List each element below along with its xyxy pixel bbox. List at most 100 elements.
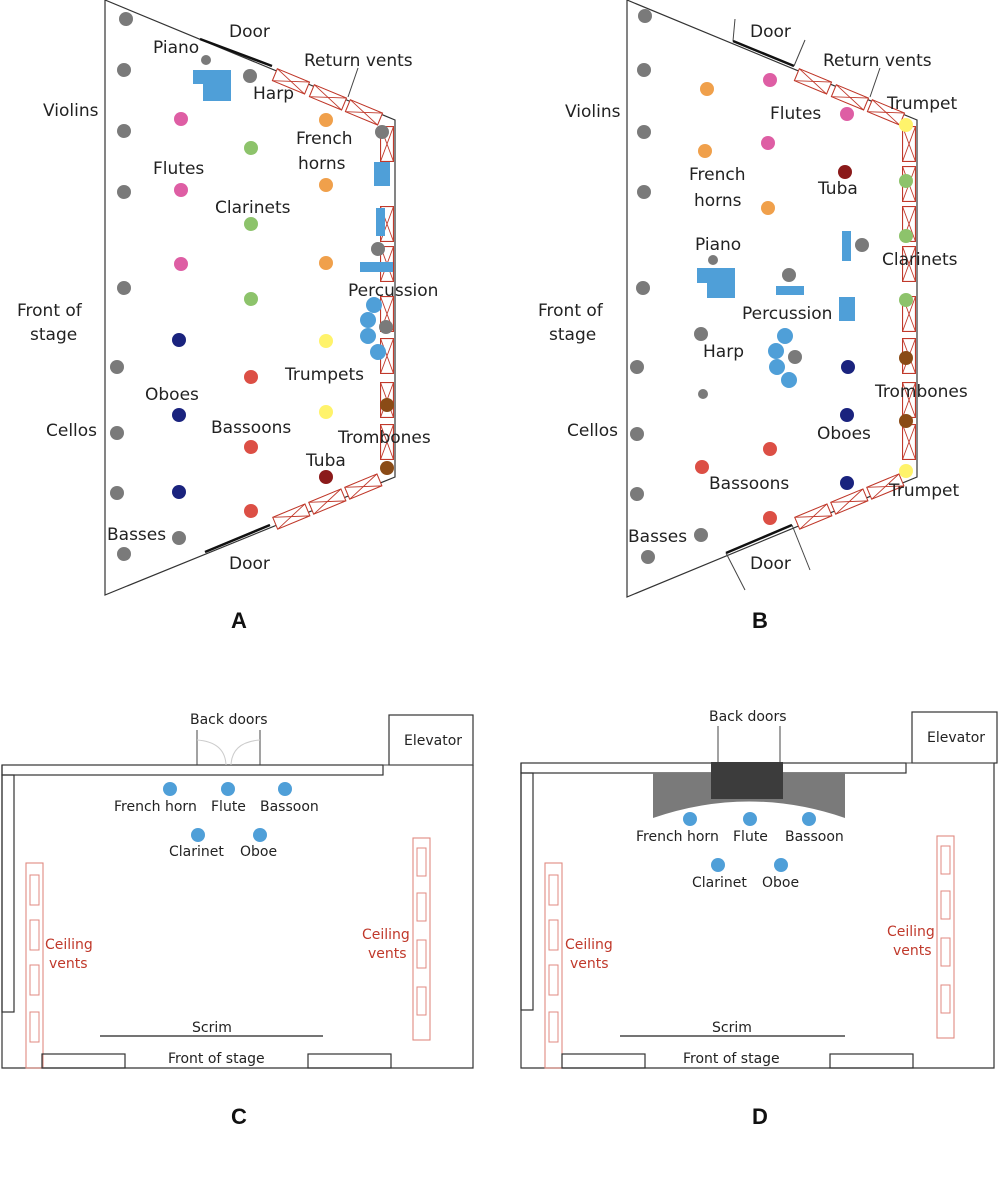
clarinet-dot (899, 229, 913, 243)
label-bassoons: Bassoons (211, 418, 291, 438)
label-trumpet-bottom: Trumpet (888, 481, 959, 501)
bassoon-dot (244, 370, 258, 384)
dots-a (110, 12, 394, 561)
flute-dot (840, 107, 854, 121)
front-box-left-d (561, 1053, 646, 1069)
bassoon-dot (244, 504, 258, 518)
label-basses: Basses (107, 525, 166, 545)
percussion-dot (375, 125, 389, 139)
tuba-dot (838, 165, 852, 179)
door-top-a (199, 37, 273, 68)
label-bassoons: Bassoons (709, 474, 789, 494)
label-front-of-stage: Front of stage (168, 1051, 265, 1067)
label-piano: Piano (153, 38, 199, 58)
label-door-top: Door (750, 22, 791, 42)
percussion-drum (769, 359, 785, 375)
panel-d: Back doors Elevator French horn Flute Ba… (520, 709, 998, 1129)
label-ceiling-vents-right: Ceiling (362, 927, 410, 943)
bass-dot (117, 547, 131, 561)
bassoon-dot (695, 460, 709, 474)
clarinet-dot (711, 858, 725, 872)
panel-a: Door Door Piano Harp Return vents Violin… (17, 0, 438, 633)
flute-dot (174, 257, 188, 271)
label-front-of-stage: stage (30, 325, 77, 345)
percussion-drum (768, 343, 784, 359)
label-basses: Basses (628, 527, 687, 547)
label-ceiling-vents-left: vents (570, 956, 609, 972)
ceiling-vents-left-d (544, 862, 563, 1069)
label-return-vents: Return vents (823, 51, 932, 71)
french-horn-dot (700, 82, 714, 96)
percussion-drum (781, 372, 797, 388)
percussion-drum (366, 297, 382, 313)
clarinet-dot (244, 141, 258, 155)
trombone-dot (380, 398, 394, 412)
label-oboe: Oboe (762, 875, 799, 891)
clarinet-dot (191, 828, 205, 842)
violin-dot (637, 125, 651, 139)
french-horn-dot (319, 113, 333, 127)
flute-dot (221, 782, 235, 796)
cello-dot (630, 427, 644, 441)
label-oboes: Oboes (145, 385, 199, 405)
panel-letter-c: C (231, 1104, 247, 1129)
label-clarinets: Clarinets (215, 198, 291, 218)
french-horn-dot (761, 201, 775, 215)
label-french-horns: French (296, 129, 353, 149)
label-scrim: Scrim (192, 1020, 232, 1036)
room-outline-d (520, 763, 995, 1069)
piano-b (697, 268, 735, 283)
door-bottom-b (725, 523, 793, 555)
oboe-dot (253, 828, 267, 842)
flute-dot (743, 812, 757, 826)
cello-dot (110, 360, 124, 374)
label-percussion: Percussion (348, 281, 438, 301)
label-violins: Violins (565, 102, 621, 122)
label-front-of-stage: Front of (538, 301, 604, 321)
left-wall-c (1, 774, 15, 1013)
harp-seat-dot (698, 389, 708, 399)
label-door-bottom: Door (229, 554, 270, 574)
panel-letter-a: A (231, 608, 247, 633)
label-trombones: Trombones (874, 382, 968, 402)
label-front-of-stage: Front of (17, 301, 83, 321)
label-flute: Flute (733, 829, 768, 845)
label-elevator: Elevator (927, 730, 985, 746)
violin-dot (117, 63, 131, 77)
violin-dot (636, 281, 650, 295)
bassoon-dot (802, 812, 816, 826)
percussion-block-1-b (776, 286, 804, 295)
front-box-left-c (41, 1053, 126, 1069)
label-door-top: Door (229, 22, 270, 42)
violin-dot (119, 12, 133, 26)
label-piano: Piano (695, 235, 741, 255)
label-ceiling-vents-left: Ceiling (45, 937, 93, 953)
percussion-dot (855, 238, 869, 252)
ceiling-vents-left-c (25, 862, 44, 1069)
label-violins: Violins (43, 101, 99, 121)
percussion-block-3-a (360, 262, 393, 272)
flute-dot (174, 183, 188, 197)
percussion-block-3-b (839, 297, 855, 321)
french-horn-dot (683, 812, 697, 826)
vent-pointer-a (347, 67, 359, 98)
vent-pointer-b (869, 67, 881, 98)
label-bassoon: Bassoon (785, 829, 844, 845)
label-ceiling-vents-left: vents (49, 956, 88, 972)
label-flute: Flute (211, 799, 246, 815)
percussion-block-1-a (374, 162, 390, 186)
stage-outline-b (626, 0, 918, 598)
label-cellos: Cellos (46, 421, 97, 441)
label-trumpet-top: Trumpet (886, 94, 957, 114)
violin-dot (638, 9, 652, 23)
oboe-dot (172, 408, 186, 422)
french-horn-dot (698, 144, 712, 158)
bass-dot (694, 528, 708, 542)
oboe-dot (841, 360, 855, 374)
left-wall-d (520, 772, 534, 1011)
clarinet-dot (244, 292, 258, 306)
label-french-horns: horns (298, 154, 346, 174)
door-top-b (732, 39, 795, 68)
label-trombones: Trombones (337, 428, 431, 448)
piano-a (193, 70, 231, 84)
